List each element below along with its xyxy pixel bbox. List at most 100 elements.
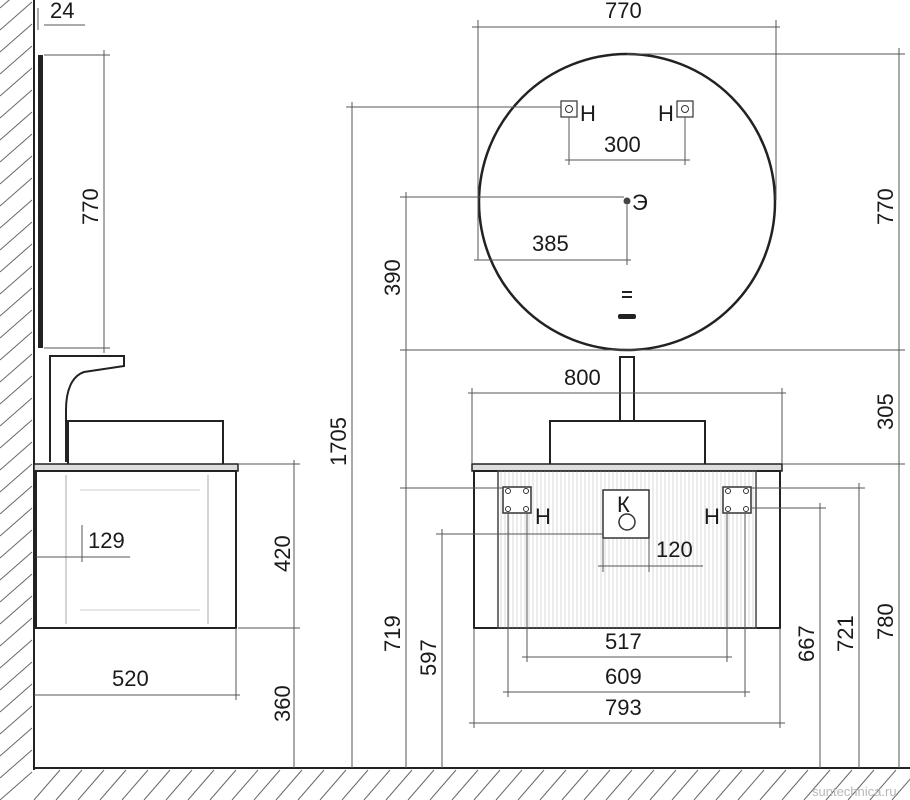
- hatch-line: [0, 353, 33, 383]
- hatch-line: [33, 769, 61, 800]
- hatch-line: [451, 769, 479, 800]
- side-mirror: [38, 55, 43, 348]
- sewer-label: К: [617, 492, 630, 517]
- hatch-line: [209, 769, 237, 800]
- side-cabinet-depth: 520: [112, 666, 149, 691]
- height-667: 667: [794, 625, 819, 662]
- side-countertop: [33, 463, 239, 472]
- side-basin: [67, 420, 224, 466]
- top-width: 800: [564, 365, 601, 390]
- hatch-line: [0, 441, 33, 471]
- hatch-line: [319, 769, 347, 800]
- hatch-line: [0, 419, 33, 449]
- hatch-line: [473, 769, 501, 800]
- body-width: 793: [605, 695, 642, 720]
- hatch-line: [253, 769, 281, 800]
- hatch-line: [0, 265, 33, 295]
- hatch-line: [0, 199, 33, 229]
- hatch-line: [121, 769, 149, 800]
- mirror-gap: 305: [873, 393, 898, 430]
- hatch-line: [0, 683, 33, 713]
- hatch-line: [0, 661, 33, 691]
- side-view: 24 770 129 420 520 360: [33, 0, 300, 768]
- height-780: 780: [873, 603, 898, 640]
- hatch-line: [0, 705, 33, 735]
- hatch-line: [55, 769, 83, 800]
- electric-offset: 385: [532, 231, 569, 256]
- hatch-line: [385, 769, 413, 800]
- side-floor-clearance: 360: [270, 685, 295, 722]
- hatch-line: [561, 769, 589, 800]
- hatch-line: [165, 769, 193, 800]
- hatch-line: [891, 778, 910, 800]
- height-721: 721: [833, 615, 858, 652]
- hatch-line: [0, 177, 33, 207]
- hatch-line: [517, 769, 545, 800]
- front-countertop: [471, 463, 783, 472]
- hatch-line: [143, 769, 171, 800]
- hatch-line: [0, 111, 33, 141]
- hatch-line: [671, 769, 699, 800]
- hatch-line: [0, 749, 33, 779]
- hatch-line: [759, 769, 787, 800]
- hatch-line: [297, 769, 325, 800]
- mirror-connection-right: Н: [658, 100, 694, 126]
- hatch-line: [231, 769, 259, 800]
- floor-hatching: [33, 767, 910, 800]
- hatch-line: [187, 769, 215, 800]
- inner-width-517: 517: [605, 629, 642, 654]
- hatch-line: [99, 769, 127, 800]
- hatch-line: [0, 529, 33, 559]
- hatch-line: [0, 0, 10, 9]
- hatch-line: [583, 769, 611, 800]
- total-height: 1705: [326, 417, 351, 466]
- hatch-line: [693, 769, 721, 800]
- electric-point: [623, 197, 631, 205]
- side-mirror-depth: 24: [50, 0, 74, 23]
- hatch-line: [0, 397, 33, 427]
- hatch-line: [627, 769, 655, 800]
- hatch-line: [0, 485, 33, 515]
- front-faucet: [619, 356, 635, 422]
- hatch-line: [825, 769, 853, 800]
- hatch-line: [0, 771, 33, 800]
- hatch-line: [0, 551, 33, 581]
- side-cabinet: [35, 470, 237, 629]
- sewer-connection: К: [602, 489, 650, 539]
- hatch-line: [275, 769, 303, 800]
- hatch-line: [407, 769, 435, 800]
- cabinet-inlet-right: Н: [704, 486, 752, 529]
- drain-spacing: 120: [656, 537, 693, 562]
- hatch-line: [0, 331, 33, 361]
- hatch-line: [0, 595, 33, 625]
- hatch-line: [363, 769, 391, 800]
- mirror-connection-left: Н: [560, 100, 596, 126]
- cold-water-label: Н: [658, 101, 674, 126]
- hatch-line: [539, 769, 567, 800]
- hatch-line: [847, 769, 875, 800]
- hatch-line: [0, 727, 33, 757]
- height-597: 597: [416, 639, 441, 676]
- hatch-line: [715, 769, 743, 800]
- hatch-line: [341, 769, 369, 800]
- hatch-line: [781, 769, 809, 800]
- hatch-line: [0, 617, 33, 647]
- front-basin: [549, 420, 706, 466]
- electric-height: 390: [380, 259, 405, 296]
- hatch-line: [0, 23, 33, 53]
- hatch-line: [0, 573, 33, 603]
- hatch-line: [0, 243, 33, 273]
- cold-water-label: Н: [580, 101, 596, 126]
- hatch-line: [0, 507, 33, 537]
- hatch-line: [0, 221, 33, 251]
- hatch-line: [495, 769, 523, 800]
- hatch-line: [869, 769, 897, 800]
- inlet-width-609: 609: [605, 664, 642, 689]
- wall-hatching: [0, 0, 35, 800]
- hatch-line: [0, 133, 33, 163]
- cold-water-label: Н: [704, 504, 720, 529]
- electric-label: Э: [632, 190, 648, 215]
- hatch-line: [0, 45, 33, 75]
